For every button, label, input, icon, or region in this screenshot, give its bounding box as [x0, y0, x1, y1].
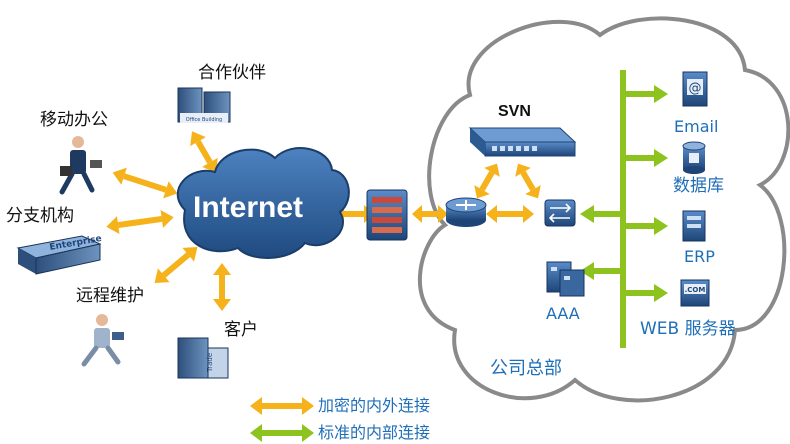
legend-internal-label: 标准的内部连接 — [318, 423, 431, 442]
legend-encrypted-arrow — [250, 397, 314, 415]
mobile-office-label: 移动办公 — [40, 110, 108, 130]
office-building-text: Office Building — [186, 117, 222, 123]
legend-internal-arrow — [250, 424, 314, 442]
database-icon — [682, 141, 706, 174]
remote-maintenance-label: 远程维护 — [76, 286, 144, 306]
email-label: Email — [674, 117, 719, 136]
email-server-icon: @ — [682, 71, 708, 107]
partner-label: 合作伙伴 — [198, 63, 266, 83]
database-label: 数据库 — [673, 176, 724, 196]
internet-cloud — [176, 147, 350, 259]
switch-icon — [544, 199, 576, 227]
at-icon: @ — [689, 81, 702, 96]
trade-text: Trade — [206, 353, 214, 373]
web-server-icon: .COM — [680, 279, 710, 307]
router-icon — [445, 197, 487, 227]
aaa-label: AAA — [546, 304, 580, 323]
erp-label: ERP — [684, 247, 715, 266]
encrypted-arrows — [106, 131, 541, 311]
office-building-icon: Office Building — [177, 87, 231, 123]
enterprise-building-icon: Enterprise — [16, 234, 103, 275]
customer-label: 客户 — [224, 320, 258, 340]
internet-label: Internet — [193, 191, 304, 224]
aaa-server-icon — [546, 261, 585, 297]
svn-device-icon — [468, 127, 577, 157]
web-server-label: WEB 服务器 — [640, 319, 736, 339]
internal-backbone — [580, 70, 668, 348]
branch-label: 分支机构 — [6, 206, 74, 226]
maintenance-worker-icon — [81, 314, 124, 367]
dotcom-icon: .COM — [685, 286, 706, 294]
trade-building-icon: Trade — [177, 337, 229, 379]
firewall-icon — [366, 189, 408, 241]
erp-server-icon — [682, 210, 706, 242]
mobile-worker-icon — [59, 136, 102, 195]
legend-encrypted-label: 加密的内外连接 — [318, 396, 431, 415]
svn-label: SVN — [498, 103, 531, 120]
hq-label: 公司总部 — [490, 358, 562, 379]
